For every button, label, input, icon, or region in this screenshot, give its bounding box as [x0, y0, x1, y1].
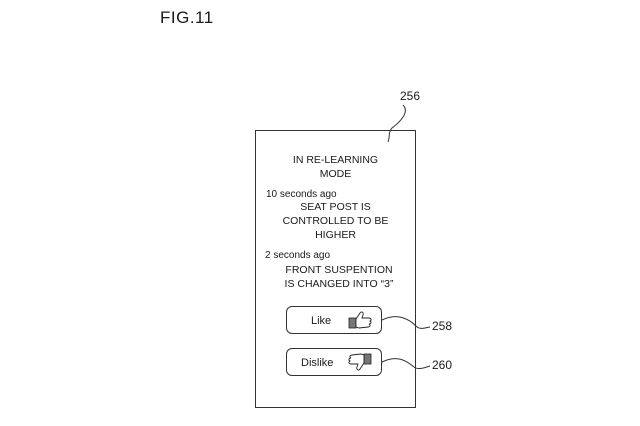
- notification-message: FRONT SUSPENTION IS CHANGED INTO “3”: [284, 264, 394, 290]
- like-button[interactable]: Like: [286, 306, 382, 334]
- like-button-label: Like: [311, 315, 332, 327]
- mode-title: IN RE-LEARNING MODE: [292, 154, 379, 180]
- reference-numeral-like-button: 258: [432, 319, 453, 333]
- reference-numeral-dislike-button: 260: [432, 358, 453, 372]
- thumbs-up-icon: [348, 311, 372, 329]
- device-screen: IN RE-LEARNING MODE 10 seconds ago SEAT …: [255, 130, 416, 408]
- dislike-button-label: Dislike: [301, 357, 334, 369]
- reference-numeral-screen: 256: [400, 89, 421, 103]
- figure-title: FIG.11: [160, 8, 214, 27]
- thumbs-down-icon: [348, 353, 372, 371]
- dislike-button[interactable]: Dislike: [286, 348, 382, 376]
- notification-timestamp: 10 seconds ago: [266, 189, 337, 200]
- notification-timestamp: 2 seconds ago: [265, 250, 331, 261]
- notification-message: SEAT POST IS CONTROLLED TO BE HIGHER: [282, 201, 389, 241]
